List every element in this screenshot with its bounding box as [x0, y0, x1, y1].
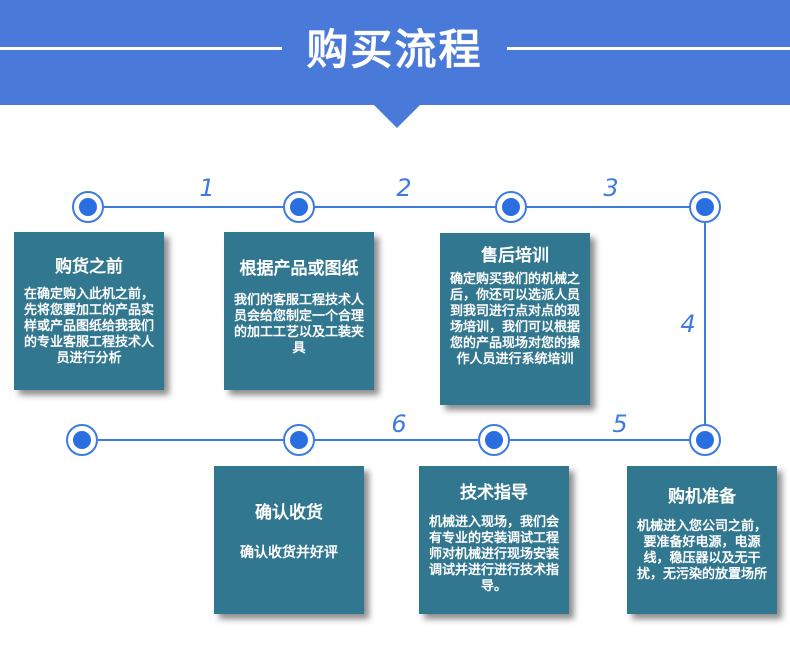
- card-description: 确定购买我们的机械之后，你还可以选派人员到我司进行点对点的现场培训，我们可以根据…: [449, 272, 580, 367]
- step-number-1: 1: [199, 174, 215, 202]
- step-number-2: 2: [396, 174, 412, 202]
- banner-line-left: [0, 47, 282, 50]
- card-title: 售后培训: [481, 246, 549, 266]
- step-card-after-sales-training: 售后培训 确定购买我们的机械之后，你还可以选派人员到我司进行点对点的现场培训，我…: [440, 233, 590, 405]
- flow-node-4: [689, 191, 721, 223]
- step-card-technical-guidance: 技术指导 机械进入现场，我们会有专业的安装调试工程师对机械进行现场安装调试并进行…: [419, 466, 569, 614]
- flow-node-7: [283, 424, 315, 456]
- step-number-4: 4: [680, 310, 696, 338]
- card-title: 根据产品或图纸: [239, 259, 359, 279]
- card-title: 技术指导: [460, 483, 528, 503]
- step-number-3: 3: [603, 174, 619, 202]
- banner-line-right: [507, 47, 790, 50]
- step-card-before-purchase: 购货之前 在确定购入此机之前，先将您要加工的产品实样或产品图纸给我我们的专业客服…: [14, 232, 164, 390]
- banner-pointer: [373, 104, 421, 128]
- card-description: 在确定购入此机之前，先将您要加工的产品实样或产品图纸给我我们的专业客服工程技术人…: [23, 287, 154, 366]
- card-title: 购货之前: [55, 257, 123, 277]
- flow-node-6: [478, 424, 510, 456]
- card-description: 机械进入现场，我们会有专业的安装调试工程师对机械进行现场安装调试并进行进行技术指…: [428, 515, 559, 594]
- flow-node-8: [66, 424, 98, 456]
- step-card-confirm-receipt: 确认收货 确认收货并好评: [214, 466, 364, 614]
- step-number-6: 6: [391, 410, 407, 438]
- card-title: 购机准备: [668, 487, 736, 507]
- step-card-product-drawing: 根据产品或图纸 我们的客服工程技术人员会给您制定一个合理的加工工艺以及工装夹具: [224, 232, 374, 390]
- card-description: 我们的客服工程技术人员会给您制定一个合理的加工工艺以及工装夹具: [233, 293, 364, 356]
- flow-node-2: [283, 191, 315, 223]
- step-number-5: 5: [612, 410, 628, 438]
- step-card-machine-preparation: 购机准备 机械进入您公司之前，要准备好电源，电源线，稳压器以及无干扰，无污染的放…: [627, 466, 777, 614]
- card-description: 机械进入您公司之前，要准备好电源，电源线，稳压器以及无干扰，无污染的放置场所: [636, 519, 767, 582]
- card-title: 确认收货: [255, 503, 323, 523]
- page-title: 购买流程: [306, 25, 483, 74]
- flow-node-5: [689, 424, 721, 456]
- card-description: 确认收货并好评: [240, 545, 338, 561]
- flow-nodes: [66, 191, 721, 456]
- header-banner: [0, 0, 790, 105]
- flow-node-1: [72, 191, 104, 223]
- flow-node-3: [495, 191, 527, 223]
